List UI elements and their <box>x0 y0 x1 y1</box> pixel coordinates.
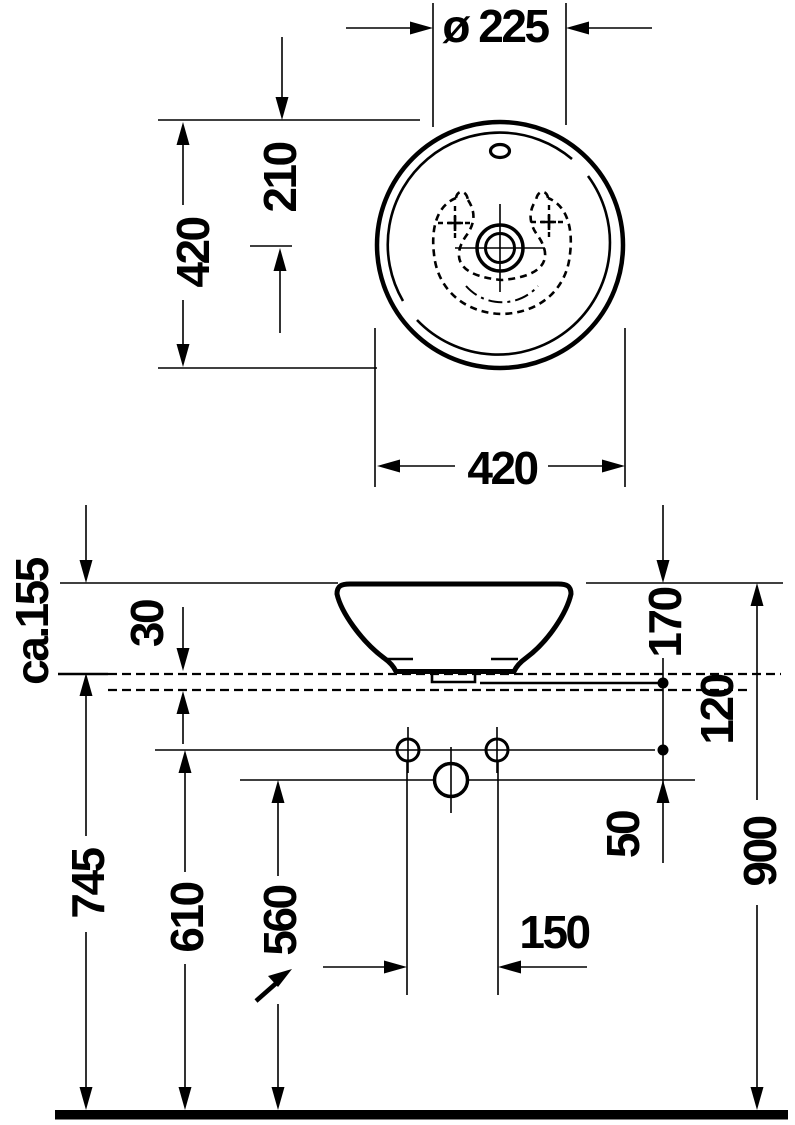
dim-top-width-420: 420 <box>374 328 626 494</box>
basin-inner-rim-arc <box>386 131 573 302</box>
faucet-hole-mark-right <box>531 205 567 241</box>
arrowhead-up <box>273 248 287 271</box>
dim-label-610: 610 <box>161 882 213 952</box>
fixing-holes <box>155 727 669 773</box>
arrowhead-down <box>275 97 289 120</box>
overflow-hole <box>488 142 512 160</box>
front-view: ca.155 30 170 120 50 745 <box>6 505 788 1120</box>
arrowhead-down <box>656 560 670 583</box>
basin-profile <box>334 581 574 674</box>
faucet-hole-mark-left <box>438 206 474 242</box>
waste-direction-arrowhead <box>268 969 292 987</box>
arrowhead-down <box>176 648 190 671</box>
arrowhead-down <box>750 1087 764 1110</box>
base-inner-curve <box>457 199 547 282</box>
arrowhead-right <box>602 459 625 473</box>
arrowhead-down <box>271 1087 285 1110</box>
arrowhead-down <box>176 344 190 367</box>
dim-basin-height-155: ca.155 <box>6 505 93 696</box>
dim-label-ca155: ca.155 <box>6 557 58 685</box>
arrowhead-up <box>271 780 285 803</box>
dim-label-diameter: ø 225 <box>442 0 549 52</box>
arrowhead-down <box>79 560 93 583</box>
arrowhead-left <box>566 21 589 35</box>
dim-label-745: 745 <box>62 847 114 918</box>
dim-label-150: 150 <box>519 906 589 958</box>
base-left-lobe-cap <box>454 190 470 201</box>
dim-label-420-horizontal: 420 <box>467 442 537 494</box>
arrowhead-left <box>377 459 400 473</box>
dim-floor-fixing-610: 610 <box>161 750 213 1110</box>
arrowhead-down <box>79 1087 93 1110</box>
dim-label-120: 120 <box>691 674 743 744</box>
basin-inner-rim-arc <box>416 175 612 356</box>
extension-lines-150 <box>406 762 499 995</box>
dim-label-30: 30 <box>121 600 173 647</box>
dim-fixing-spacing-150: 150 <box>323 906 592 974</box>
dim-counter-thickness-30: 30 <box>121 600 190 744</box>
dim-label-900: 900 <box>734 816 786 886</box>
arrowhead-up <box>750 583 764 606</box>
dim-label-420-vertical: 420 <box>167 217 219 287</box>
arrowhead-up <box>176 122 190 145</box>
base-centerline-arc <box>465 285 539 304</box>
arrowhead-up <box>656 780 670 803</box>
cross-center <box>448 216 463 231</box>
fixing-hole-crosshairs <box>407 727 498 773</box>
drain-fitting-recess <box>430 672 477 684</box>
dim-center-210: 210 <box>250 37 306 333</box>
dim-floor-drain-560: 560 <box>254 780 306 1110</box>
dim-label-50: 50 <box>597 811 649 858</box>
arrowhead-right <box>384 960 407 974</box>
arrowhead-up <box>79 673 93 696</box>
dim-label-210: 210 <box>254 142 306 212</box>
dim-floor-counter-745: 745 <box>62 696 114 1110</box>
dim-top-height-420: 420 <box>158 119 420 369</box>
cross-center <box>541 215 556 230</box>
drain-crosshair <box>455 204 545 292</box>
drain-elevation <box>240 747 695 813</box>
base-right-lobe-cap <box>534 190 550 201</box>
hidden-base-outline <box>431 190 573 316</box>
arrowhead-up <box>178 750 192 773</box>
arrowhead-down <box>178 1087 192 1110</box>
floor-line <box>55 1110 788 1120</box>
dim-label-170: 170 <box>639 587 691 657</box>
dim-floor-rim-900: 900 <box>734 583 786 1110</box>
base-outer-curve <box>431 196 573 316</box>
arrowhead-left <box>498 960 521 974</box>
arrowhead-up <box>176 691 190 714</box>
dim-stack-170-120-50: 170 120 50 <box>597 505 743 863</box>
top-view: ø 225 420 210 <box>158 0 652 494</box>
arrowhead-right <box>410 21 433 35</box>
dim-label-560: 560 <box>254 885 306 955</box>
dim-diameter-225: ø 225 <box>346 0 652 127</box>
countertop-lines <box>58 672 781 692</box>
drain-plan <box>455 204 545 292</box>
